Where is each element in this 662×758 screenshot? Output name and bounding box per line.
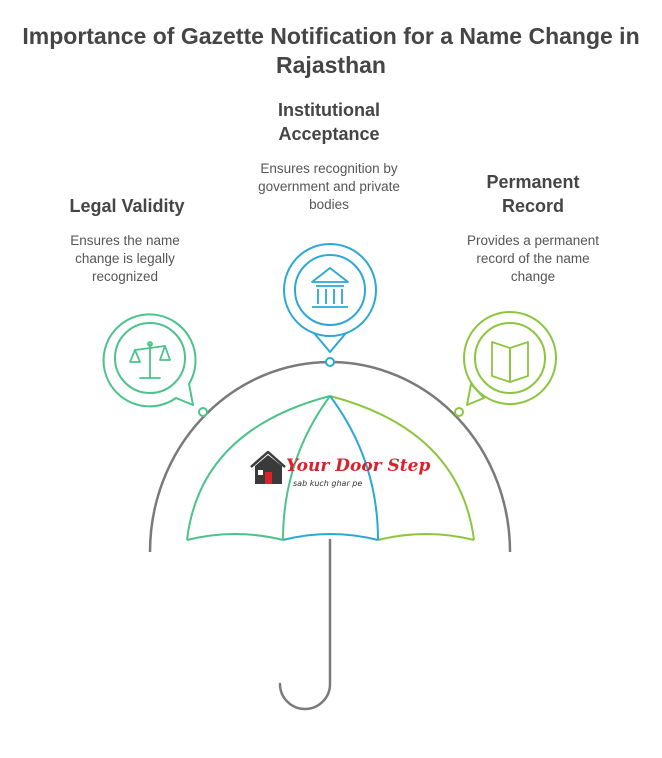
umbrella-rib-right <box>329 395 379 541</box>
page-title: Importance of Gazette Notification for a… <box>22 23 640 78</box>
bank-building-icon <box>311 267 349 308</box>
permanent-record-heading: Permanent Record <box>486 172 580 216</box>
umbrella-scallop-center <box>282 533 379 541</box>
umbrella-rib-left <box>282 395 331 541</box>
institutional-acceptance-heading: Institutional Acceptance <box>278 100 380 144</box>
permanent-record-description: Provides a permanent record of the name … <box>466 233 600 284</box>
connector-dot-permanent <box>454 407 464 417</box>
scales-icon <box>129 341 171 379</box>
umbrella-scallop-right <box>377 533 475 541</box>
umbrella-canopy-right <box>329 395 475 541</box>
umbrella-scallop-left <box>186 533 284 541</box>
connector-dot-institutional <box>325 357 335 367</box>
legal-validity-description: Ensures the name change is legally recog… <box>70 233 180 284</box>
logo-name: Your Door Step <box>286 456 431 476</box>
open-book-icon <box>491 341 529 383</box>
institutional-acceptance-bubble <box>283 243 377 353</box>
umbrella-canopy-left <box>186 395 331 541</box>
connector-dot-legal <box>198 407 208 417</box>
legal-validity-heading: Legal Validity <box>69 196 185 216</box>
logo-tagline: sab kuch ghar pe <box>293 479 363 488</box>
umbrella-handle <box>278 538 332 711</box>
logo-house-icon <box>250 450 286 484</box>
institutional-acceptance-description: Ensures recognition by government and pr… <box>258 161 400 212</box>
